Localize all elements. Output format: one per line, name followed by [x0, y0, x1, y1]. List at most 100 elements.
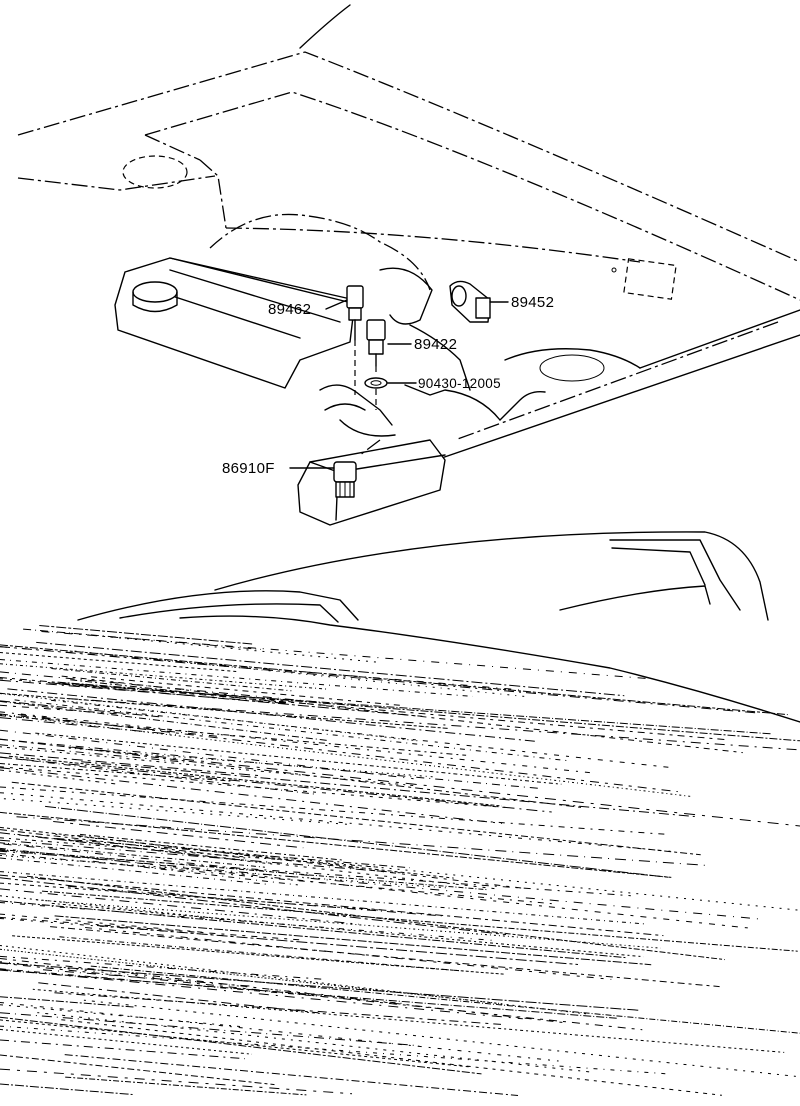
hatch-stroke — [0, 744, 189, 763]
part-label-86910F: 86910F — [222, 460, 275, 477]
hatch-stroke — [17, 714, 678, 793]
hatch-stroke — [0, 916, 301, 941]
hatch-stroke — [0, 738, 543, 790]
part-89462-sensor — [346, 285, 364, 341]
reservoir-tank — [297, 439, 446, 526]
hatch-stroke — [23, 628, 261, 650]
body-shading-hatch — [0, 625, 800, 1096]
hatch-stroke — [50, 699, 669, 768]
hatch-stroke — [8, 755, 502, 807]
hatch-stroke — [70, 679, 288, 704]
part-label-89462: 89462 — [268, 301, 311, 318]
hatch-stroke — [65, 1076, 307, 1096]
hatch-stroke — [45, 805, 669, 878]
hatch-stroke — [0, 678, 200, 695]
hatch-stroke — [0, 913, 203, 933]
hatch-stroke — [0, 948, 503, 1005]
hatch-stroke — [49, 682, 771, 735]
hatch-stroke — [85, 927, 612, 980]
hatch-stroke — [0, 847, 748, 929]
hatch-stroke — [50, 926, 720, 988]
hatch-stroke — [54, 992, 502, 1025]
hatch-stroke — [0, 895, 255, 923]
hatch-stroke — [36, 899, 661, 949]
hatch-stroke — [83, 999, 800, 1078]
hatch-stroke — [32, 988, 785, 1053]
part-label-89422: 89422 — [414, 336, 457, 353]
hatch-stroke — [0, 1016, 482, 1075]
hatch-stroke — [0, 677, 727, 741]
hatch-stroke — [0, 644, 788, 716]
hatch-stroke — [0, 1019, 472, 1068]
hatch-stroke — [0, 958, 566, 1024]
part-89422-sensor — [366, 319, 386, 367]
part-89452-sensor — [449, 280, 491, 323]
hatch-stroke — [39, 625, 253, 645]
hatch-stroke — [35, 732, 562, 785]
hatch-stroke — [61, 1019, 722, 1096]
part-86910F-component — [333, 461, 357, 498]
hatch-stroke — [51, 902, 644, 958]
hatch-stroke — [16, 816, 706, 866]
hood-outline — [17, 4, 800, 463]
hatch-stroke — [0, 962, 640, 1011]
hatch-stroke — [0, 874, 664, 937]
hatch-stroke — [0, 756, 552, 813]
hatch-stroke — [0, 857, 270, 885]
hatch-stroke — [0, 1068, 353, 1095]
hatch-stroke — [81, 761, 696, 818]
hatch-stroke — [59, 936, 465, 972]
hatch-stroke — [64, 1054, 519, 1096]
hatch-stroke — [41, 890, 798, 952]
hatch-stroke — [37, 1012, 595, 1073]
hatch-stroke — [0, 811, 672, 878]
hatch-stroke — [0, 693, 420, 742]
hatch-stroke — [0, 700, 160, 718]
hatch-stroke — [51, 668, 292, 692]
hatch-stroke — [0, 713, 218, 737]
hatch-stroke — [96, 925, 579, 965]
hatch-stroke — [54, 915, 652, 966]
hatch-stroke — [0, 714, 692, 797]
hatch-stroke — [90, 965, 800, 1034]
hatch-stroke — [57, 681, 800, 742]
hatch-stroke — [0, 729, 414, 780]
hatch-stroke — [0, 839, 401, 874]
hatch-stroke — [0, 1083, 135, 1096]
hatch-stroke — [93, 860, 298, 886]
hatch-stroke — [0, 842, 265, 868]
hatch-stroke — [0, 715, 467, 756]
hatch-stroke — [0, 738, 582, 808]
hatch-stroke — [0, 786, 671, 836]
part-label-90430-12005: 90430-12005 — [418, 376, 501, 391]
hatch-stroke — [0, 829, 246, 859]
hatch-stroke — [0, 756, 318, 795]
hatch-stroke — [0, 1012, 420, 1047]
hatch-stroke — [0, 955, 322, 980]
hatch-stroke — [38, 982, 319, 1014]
hatch-stroke — [0, 692, 449, 729]
hatch-stroke — [0, 679, 286, 704]
hatch-stroke — [67, 885, 444, 917]
hatch-stroke — [11, 781, 701, 856]
hatch-stroke — [3, 798, 348, 825]
hatch-stroke — [0, 871, 645, 925]
part-label-89452: 89452 — [511, 294, 554, 311]
hatch-stroke — [71, 746, 800, 827]
hatch-stroke — [0, 769, 117, 785]
hatch-stroke — [0, 792, 672, 852]
hatch-stroke — [0, 1025, 669, 1075]
hatch-stroke — [0, 1054, 275, 1086]
hatch-stroke — [0, 849, 487, 891]
hatch-stroke — [63, 632, 380, 663]
hatch-stroke — [31, 835, 277, 865]
hatch-stroke — [0, 850, 631, 897]
hatch-stroke — [0, 968, 523, 1020]
hatch-stroke — [53, 821, 304, 849]
hatch-stroke — [36, 641, 625, 697]
hatch-stroke — [14, 699, 569, 762]
hatch-stroke — [0, 752, 260, 777]
assembly-guides — [354, 340, 377, 410]
hatch-stroke — [56, 838, 410, 869]
